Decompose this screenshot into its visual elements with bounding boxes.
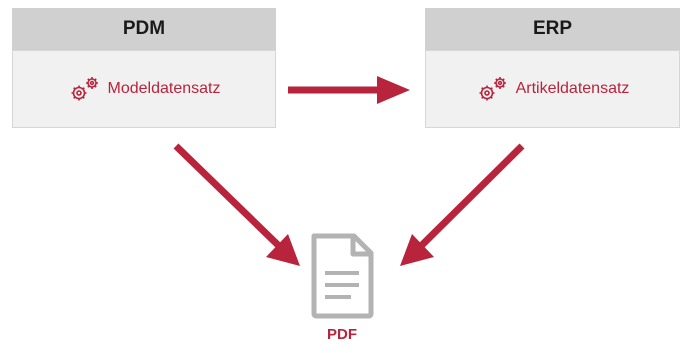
pdm-header: PDM <box>12 8 276 50</box>
document-icon <box>311 233 374 319</box>
gears-icon <box>479 77 506 101</box>
erp-body: Artikeldatensatz <box>425 50 680 128</box>
arrow-erp-to-pdf <box>400 143 525 266</box>
pdm-body: Modeldatensatz <box>12 50 276 128</box>
erp-item-label: Artikeldatensatz <box>515 80 630 97</box>
arrow-pdm-to-erp <box>288 76 410 104</box>
pdm-item-label: Modeldatensatz <box>107 80 221 97</box>
erp-header: ERP <box>425 8 680 50</box>
erp-title: ERP <box>532 18 573 39</box>
pdm-title: PDM <box>122 18 166 39</box>
pdf-label: PDF <box>327 326 357 343</box>
arrow-pdm-to-pdf <box>173 143 300 266</box>
gears-icon <box>71 77 98 101</box>
